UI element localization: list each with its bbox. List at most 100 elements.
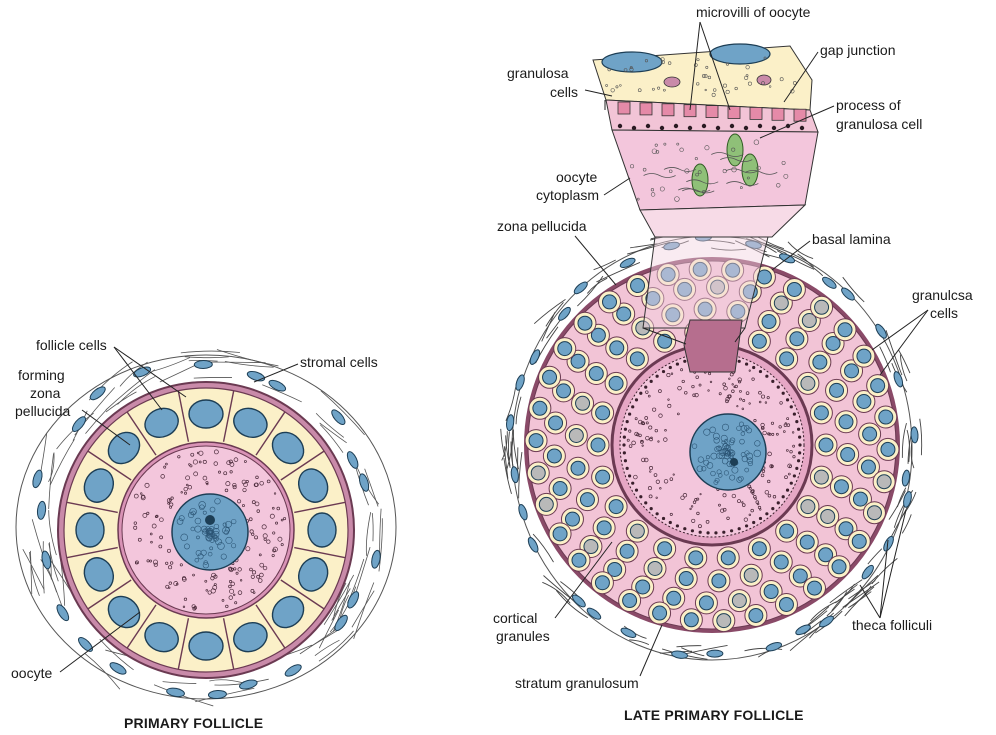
- granulosa-nucleus: [712, 574, 726, 588]
- label-cytoplasm-1: oocyte: [556, 169, 597, 185]
- cortical-granule: [777, 501, 780, 504]
- dividing-nucleus: [821, 509, 835, 523]
- cortical-granule: [662, 517, 665, 520]
- granulosa-nucleus: [814, 406, 828, 420]
- cortical-granule: [631, 482, 634, 485]
- label-microvilli: microvilli of oocyte: [696, 4, 811, 20]
- label-granulosa-top-1: granulosa: [507, 65, 569, 81]
- granulosa-nucleus: [834, 480, 848, 494]
- granulosa-nucleus: [658, 542, 672, 556]
- caption-late-primary-follicle: LATE PRIMARY FOLLICLE: [624, 707, 804, 723]
- granulosa-nucleus: [852, 534, 866, 548]
- cortical-granule: [738, 360, 741, 363]
- granulosa-nucleus: [596, 470, 610, 484]
- theca-fiber: [899, 350, 910, 373]
- granulosa-nucleus: [838, 323, 852, 337]
- follicle-cell-nucleus: [189, 400, 223, 428]
- dividing-nucleus: [815, 300, 829, 314]
- cortical-granule: [644, 501, 647, 504]
- cortical-granule: [635, 489, 638, 492]
- granulosa-nucleus: [689, 551, 703, 565]
- cortical-granule: [618, 124, 622, 128]
- label-forming-pellucida: pellucida: [15, 403, 70, 419]
- nucleolus: [730, 458, 738, 466]
- cortical-granule: [798, 451, 801, 454]
- label-cortical-2: granules: [496, 628, 550, 644]
- cortical-granule: [683, 527, 686, 530]
- label-theca-folliculi: theca folliculi: [852, 617, 932, 633]
- label-gap-junction: gap junction: [820, 42, 896, 58]
- cortical-granule: [800, 126, 804, 130]
- cortical-granule: [738, 527, 741, 530]
- cortical-granule: [669, 521, 672, 524]
- dividing-nucleus: [774, 296, 788, 310]
- granulosa-nucleus: [774, 555, 788, 569]
- dividing-nucleus: [732, 594, 746, 608]
- granulosa-nucleus: [572, 553, 586, 567]
- cortical-granule: [798, 436, 801, 439]
- granulosa-nucleus: [863, 427, 877, 441]
- follicle-cell-nucleus: [189, 632, 223, 660]
- cortical-granule: [752, 521, 755, 524]
- cortical-granule: [797, 428, 800, 431]
- granulosa-nucleus: [832, 560, 846, 574]
- cortical-granule: [758, 124, 762, 128]
- label-stratum-granulosum: stratum granulosum: [515, 675, 639, 691]
- cortical-granule: [782, 392, 785, 395]
- cortical-granule: [793, 474, 796, 477]
- cortical-granule: [624, 428, 627, 431]
- microvillus: [618, 102, 630, 114]
- granulosa-nucleus: [819, 438, 833, 452]
- caption-primary-follicle: PRIMARY FOLLICLE: [124, 715, 263, 731]
- granulosa-nucleus: [779, 597, 793, 611]
- granulosa-nucleus: [617, 307, 631, 321]
- granulosa-nucleus: [558, 342, 572, 356]
- cortical-granule: [706, 531, 709, 534]
- cortical-granule: [699, 531, 702, 534]
- late-primary-follicle: [501, 44, 922, 660]
- dividing-nucleus: [576, 396, 590, 410]
- dividing-nucleus: [801, 500, 815, 514]
- granulosa-nucleus: [721, 551, 735, 565]
- granulosa-nucleus: [861, 460, 875, 474]
- cortical-granule: [632, 126, 636, 130]
- granulosa-nucleus: [571, 461, 585, 475]
- granulosa-nucleus: [610, 341, 624, 355]
- mitochondrion: [742, 154, 758, 186]
- cortical-granule: [628, 412, 631, 415]
- cortical-granule: [650, 507, 653, 510]
- granulosa-nucleus: [830, 383, 844, 397]
- dividing-nucleus: [867, 506, 881, 520]
- cortical-granule: [669, 366, 672, 369]
- dividing-nucleus: [877, 475, 891, 489]
- granulosa-nucleus: [529, 434, 543, 448]
- granulosa-nucleus: [881, 442, 895, 456]
- granulosa-nucleus: [547, 449, 561, 463]
- cortical-granule: [790, 482, 793, 485]
- granulosa-nucleus: [845, 364, 859, 378]
- cortical-granule: [798, 443, 801, 446]
- cortical-granule: [793, 412, 796, 415]
- cortical-granule: [656, 375, 659, 378]
- dividing-nucleus: [630, 524, 644, 538]
- label-process-2: granulosa cell: [836, 116, 922, 132]
- label-granulosa-right-2: cells: [930, 305, 958, 321]
- dividing-nucleus: [531, 466, 545, 480]
- granulosa-nucleus: [533, 401, 547, 415]
- inset-lower: [640, 205, 805, 237]
- granulosa-nucleus: [699, 596, 713, 610]
- granulosa-nucleus: [762, 315, 776, 329]
- nucleolus: [205, 515, 215, 525]
- granulosa-nucleus: [752, 334, 766, 348]
- cortical-granule: [683, 360, 686, 363]
- cortical-granule: [639, 392, 642, 395]
- cortical-granule: [674, 124, 678, 128]
- cortical-granule: [646, 124, 650, 128]
- granulosa-nucleus: [623, 594, 637, 608]
- cortical-granule: [631, 405, 634, 408]
- granulosa-nucleus: [857, 395, 871, 409]
- granulosa-nucleus: [780, 352, 794, 366]
- granulosa-nucleus: [620, 544, 634, 558]
- granulosa-nucleus: [609, 500, 623, 514]
- cortical-granule: [745, 524, 748, 527]
